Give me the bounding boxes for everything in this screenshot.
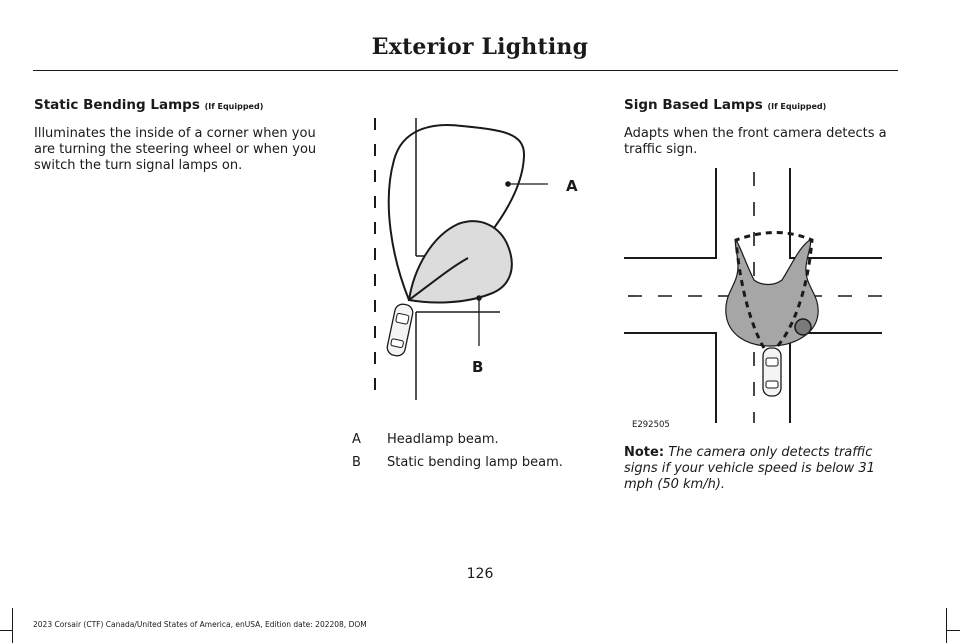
section-title-text: Static Bending Lamps [34,97,200,113]
page-header-title: Exterior Lighting [371,34,589,60]
key-letter: B [352,455,361,470]
static-bending-illustration: A B [374,118,578,400]
footer-edition-text: 2023 Corsair (CTF) Canada/United States … [33,620,367,629]
section-title-static-bending: Static Bending Lamps (If Equipped) [34,97,263,113]
key-letter: A [352,432,361,447]
section-title-text: Sign Based Lamps [624,97,763,113]
traffic-sign-icon [794,318,812,336]
road-corner-bottom-left [624,332,717,423]
sign-based-beam [725,238,819,347]
car-icon [386,303,414,357]
callout-a-label: A [566,177,578,195]
car-icon [762,347,782,397]
static-bending-description: Illuminates the inside of a corner when … [34,126,317,173]
crop-mark-right-horizontal [947,630,960,631]
key-description: Static bending lamp beam. [387,455,563,470]
key-description: Headlamp beam. [387,432,499,447]
callout-b-label: B [472,358,483,376]
road-corner-bottom-right [789,332,882,423]
if-equipped-label: (If Equipped) [767,102,827,111]
crop-mark-right [946,608,947,643]
road-corner-top-right [789,168,882,259]
header-divider [33,70,898,71]
note-body: The camera only detects traffic signs if… [624,445,875,492]
figure-id: E292505 [632,420,670,430]
road-corner-top-left [624,168,717,259]
sign-based-description: Adapts when the front camera detects a t… [624,126,887,157]
section-title-sign-based: Sign Based Lamps (If Equipped) [624,97,826,113]
crop-mark-left-horizontal [0,630,12,631]
page-number: 126 [466,566,494,582]
if-equipped-label: (If Equipped) [204,102,264,111]
crop-mark-left [12,608,13,643]
note-label: Note: [624,445,665,460]
sign-based-illustration: E292505 [624,168,882,430]
camera-note: Note: The camera only detects traffic si… [624,445,899,493]
